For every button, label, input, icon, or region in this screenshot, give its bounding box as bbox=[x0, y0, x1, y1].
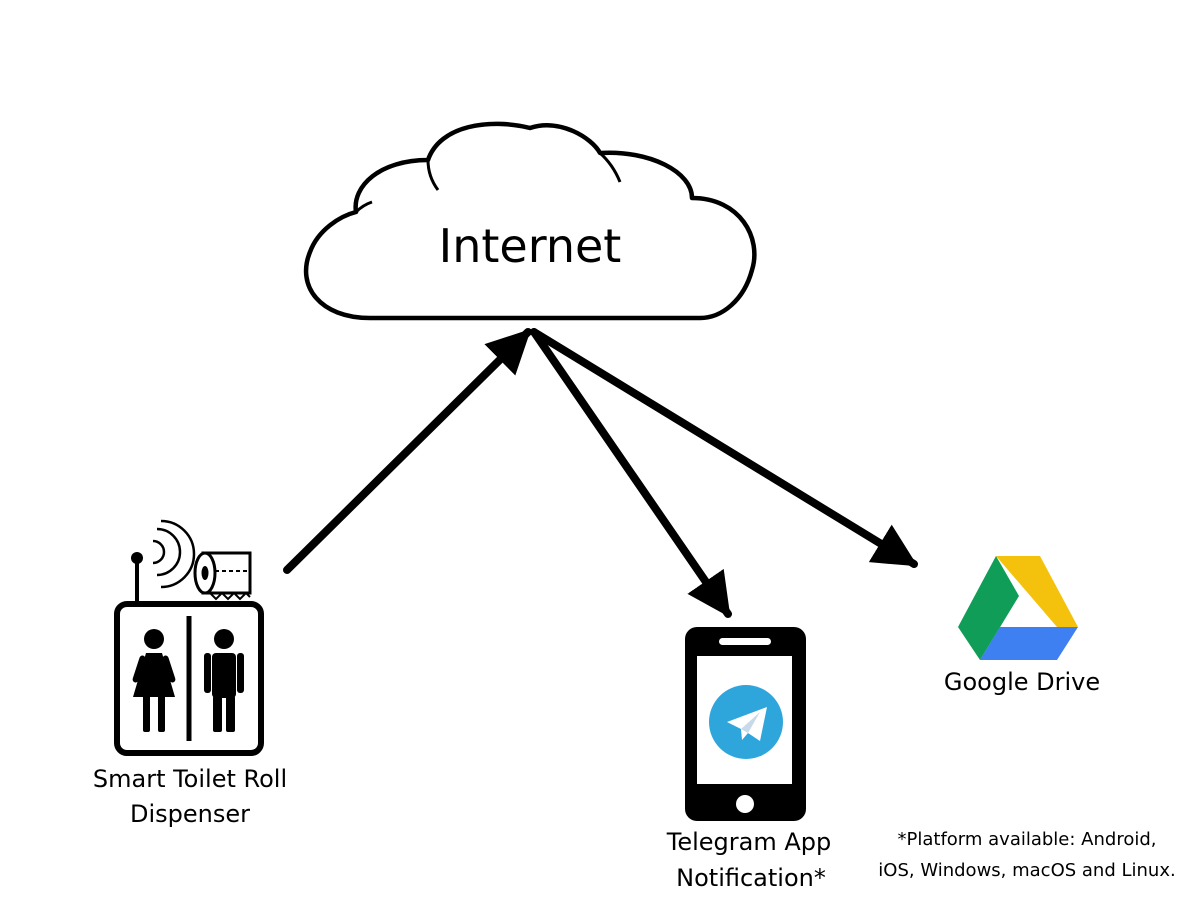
man-icon bbox=[204, 629, 244, 732]
antenna-icon bbox=[131, 552, 143, 605]
cloud-label: Internet bbox=[439, 219, 622, 273]
arrow-internet-to-telegram bbox=[530, 328, 732, 618]
restroom-sign-icon bbox=[114, 601, 264, 756]
dispenser-label-line1: Smart Toilet Roll bbox=[93, 765, 287, 793]
footnote-line1: *Platform available: Android, bbox=[898, 829, 1157, 850]
drive-label: Google Drive bbox=[944, 668, 1100, 696]
telegram-label-line1: Telegram App bbox=[666, 828, 831, 856]
arrow-internet-to-drive bbox=[530, 328, 918, 568]
telegram-node bbox=[685, 627, 806, 821]
woman-icon bbox=[132, 629, 176, 732]
cloud-icon bbox=[303, 121, 757, 321]
google-drive-icon bbox=[958, 556, 1078, 660]
telegram-icon bbox=[709, 685, 783, 759]
connection-arrows bbox=[283, 328, 918, 618]
footnote-line2: iOS, Windows, macOS and Linux. bbox=[878, 860, 1175, 881]
dispenser-label-line2: Dispenser bbox=[130, 800, 250, 828]
wireless-signal-icon bbox=[152, 519, 196, 589]
arrow-dispenser-to-internet bbox=[283, 328, 532, 574]
telegram-label-line2: Notification* bbox=[676, 864, 826, 892]
dispenser-node bbox=[114, 519, 264, 756]
toilet-roll-icon bbox=[193, 551, 252, 601]
